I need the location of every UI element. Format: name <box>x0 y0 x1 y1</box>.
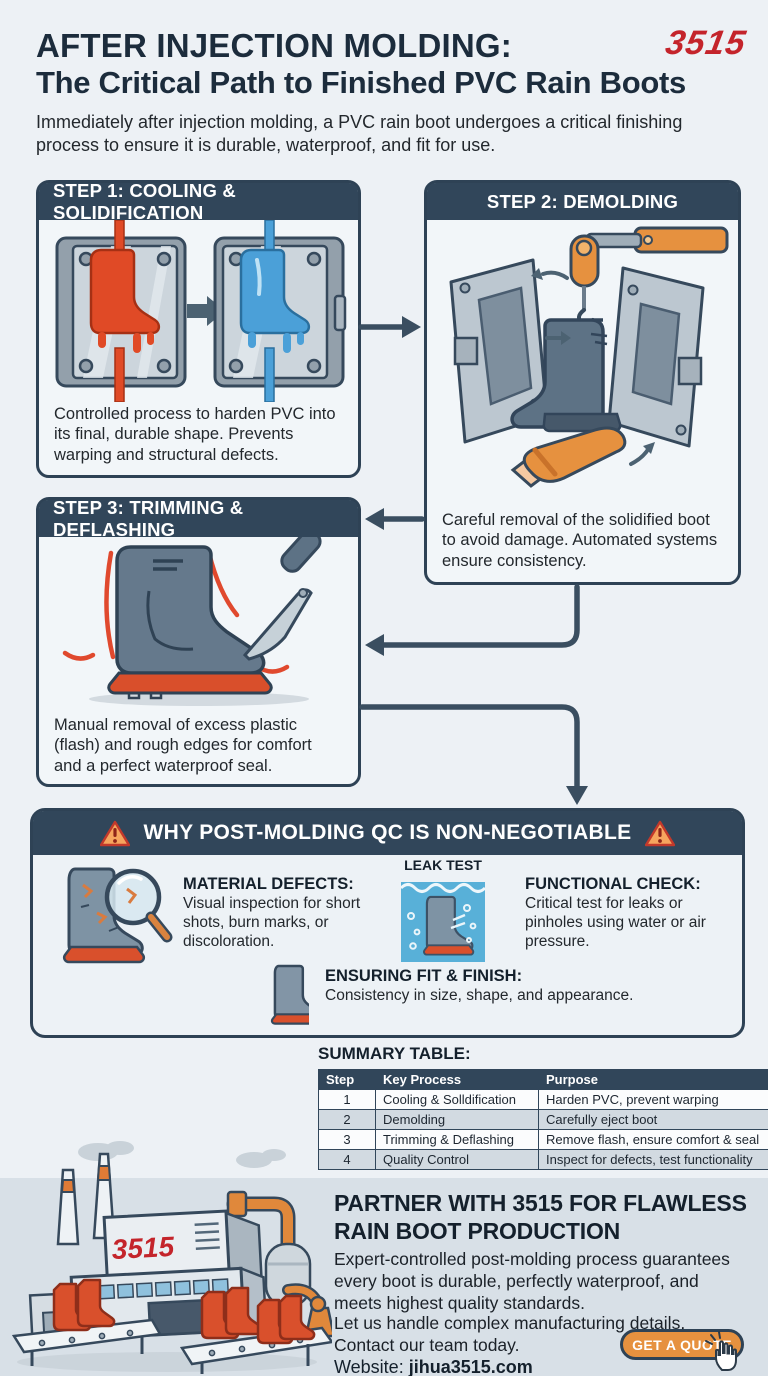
qc-item-heading: FUNCTIONAL CHECK: <box>525 875 701 893</box>
footer-paragraph1: Expert-controlled post-molding process g… <box>334 1249 730 1314</box>
step3-card: STEP 3: TRIMMING & DEFLASHING <box>36 497 361 787</box>
leak-test-icon <box>401 882 485 962</box>
step2-art <box>427 220 738 508</box>
motion-arrows-icon <box>530 268 655 466</box>
qc-item-fit-finish: ENSURING FIT & FINISH: Consistency in si… <box>325 967 677 1006</box>
factory-illustration: 3515 <box>11 1141 332 1374</box>
step2-header: STEP 2: DEMOLDING <box>427 183 738 220</box>
arrow-step3-to-qc <box>359 704 580 789</box>
footer-paragraph3: Contact our team today. <box>334 1335 520 1355</box>
table-row: 3 Trimming & Deflashing Remove flash, en… <box>318 1129 768 1150</box>
robot-arm-icon <box>569 226 728 327</box>
footer-heading-line2: RAIN BOOT PRODUCTION <box>334 1218 621 1244</box>
factory-sign: 3515 <box>111 1231 175 1265</box>
page-subtitle: Immediately after injection molding, a P… <box>36 112 683 156</box>
table-row: 1 Cooling & Solldification Harden PVC, p… <box>318 1089 768 1110</box>
col-purpose: Purpose <box>538 1069 768 1090</box>
qc-item-heading: MATERIAL DEFECTS: <box>183 875 354 893</box>
step3-header: STEP 3: TRIMMING & DEFLASHING <box>39 497 358 540</box>
qc-item-text: Visual inspection for short shots, burn … <box>183 895 361 950</box>
website-url[interactable]: jihua3515.com <box>408 1357 533 1376</box>
qc-item-heading: ENSURING FIT & FINISH: <box>325 967 523 985</box>
page-title-line1: AFTER INJECTION MOLDING: <box>36 27 512 64</box>
get-a-quote-button[interactable]: GET A QUOTE <box>620 1329 744 1360</box>
trimmed-boot-icon <box>106 545 273 700</box>
qc-item-text: Consistency in size, shape, and appearan… <box>325 987 634 1004</box>
boots-pair-icon <box>270 964 309 1025</box>
qc-item-text: Critical test for leaks or pinholes usin… <box>525 895 706 950</box>
table-row: 4 Quality Control Inspect for defects, t… <box>318 1149 768 1170</box>
website-line: Website: jihua3515.com <box>334 1357 533 1376</box>
col-step: Step <box>318 1069 376 1090</box>
qc-item-material-defects: MATERIAL DEFECTS: Visual inspection for … <box>183 875 395 952</box>
red-boots-icon <box>52 1278 316 1345</box>
step3-description: Manual removal of excess plastic (flash)… <box>54 716 312 775</box>
cooling-molds-illustration <box>55 220 346 402</box>
mold-half-left-icon <box>449 258 548 444</box>
footer-heading-line1: PARTNER WITH 3515 FOR FLAWLESS <box>334 1190 747 1216</box>
gloved-hand-icon <box>510 426 626 488</box>
step1-description: Controlled process to harden PVC into it… <box>54 405 336 464</box>
table-header-row: Step Key Process Purpose <box>318 1069 768 1090</box>
summary-table: Step Key Process Purpose 1 Cooling & Sol… <box>318 1069 768 1170</box>
col-key-process: Key Process <box>375 1069 539 1090</box>
website-label: Website: <box>334 1357 404 1376</box>
step1-card: STEP 1: COOLING & SOLIDIFICATION <box>36 180 361 478</box>
magnifier-icon <box>104 868 173 943</box>
mold-half-right-icon <box>607 266 704 448</box>
arrow-step2-to-step3-side <box>381 584 580 648</box>
factory-robot-arm-icon <box>282 1283 332 1338</box>
demolding-illustration <box>449 226 728 488</box>
step3-art <box>39 537 358 713</box>
cooled-mold-icon <box>213 220 346 402</box>
material-defects-icon <box>62 867 173 964</box>
hot-mold-icon <box>55 220 186 402</box>
summary-table-title: SUMMARY TABLE: <box>318 1044 471 1063</box>
step2-card: STEP 2: DEMOLDING <box>424 180 741 585</box>
warning-triangle-icon <box>99 820 130 846</box>
knife-icon <box>242 537 322 661</box>
qc-title: WHY POST-MOLDING QC IS NON-NEGOTIABLE <box>143 821 632 844</box>
qc-header: WHY POST-MOLDING QC IS NON-NEGOTIABLE <box>33 811 742 855</box>
table-row: 2 Demolding Carefully eject boot <box>318 1109 768 1130</box>
step1-header: STEP 1: COOLING & SOLIDIFICATION <box>39 180 358 223</box>
page-title-line2: The Critical Path to Finished PVC Rain B… <box>36 65 686 100</box>
qc-item-functional-check: FUNCTIONAL CHECK: Critical test for leak… <box>525 875 741 952</box>
trimming-illustration <box>62 537 322 706</box>
leak-test-label: LEAK TEST <box>404 857 482 873</box>
footer-paragraph2: Let us handle complex manufacturing deta… <box>334 1313 686 1333</box>
step2-description: Careful removal of the solidified boot t… <box>442 511 718 570</box>
step1-art <box>39 220 358 402</box>
qc-section: WHY POST-MOLDING QC IS NON-NEGOTIABLE <box>30 808 745 1038</box>
brand-logo: 3515 <box>663 24 750 62</box>
warning-triangle-icon <box>645 820 676 846</box>
